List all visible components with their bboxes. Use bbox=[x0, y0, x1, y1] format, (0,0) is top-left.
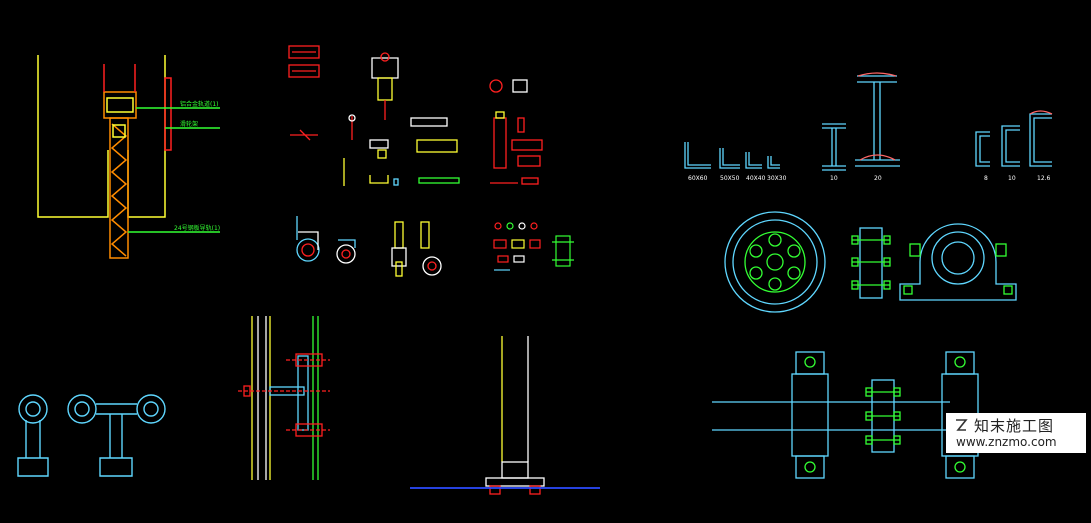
angle-size-label: 30X30 bbox=[767, 175, 787, 182]
angle-size-labels: 60X60 50X50 40X40 30X30 bbox=[688, 175, 787, 182]
channel-size-label: 12.6 bbox=[1037, 175, 1051, 182]
channel-size-label: 10 bbox=[1008, 175, 1016, 182]
label-pulley-frame: 滑轮架 bbox=[180, 120, 198, 128]
znzmo-logo-icon bbox=[956, 419, 968, 431]
label-aluminum-track: 铝合金轨道(1) bbox=[180, 100, 219, 108]
channel-steel-profiles bbox=[975, 110, 1053, 167]
angle-steel-profiles bbox=[684, 142, 780, 169]
angle-size-label: 60X60 bbox=[688, 175, 708, 182]
channel-size-labels: 8 10 12.6 bbox=[984, 175, 1051, 182]
flange-side-view bbox=[851, 227, 891, 299]
angle-size-label: 40X40 bbox=[746, 175, 766, 182]
caster-wheels bbox=[296, 216, 442, 277]
hardware-parts-cluster bbox=[288, 45, 543, 186]
watermark-title: 知末施工图 bbox=[974, 417, 1055, 435]
watermark-url: www.znzmo.com bbox=[956, 435, 1057, 449]
ibeam-size-label: 10 bbox=[830, 175, 838, 182]
roller-supports bbox=[17, 394, 166, 477]
angle-size-label: 50X50 bbox=[720, 175, 740, 182]
pillow-block-bearing bbox=[899, 223, 1017, 301]
label-steel-guide: 24号钢板导轨(1) bbox=[174, 224, 220, 232]
round-flange-detail bbox=[724, 211, 826, 313]
track-section-detail bbox=[37, 55, 220, 259]
watermark-badge: 知末施工图 www.znzmo.com bbox=[946, 413, 1086, 453]
small-fittings bbox=[493, 222, 574, 271]
column-base-detail bbox=[410, 336, 600, 495]
glass-spider-connection bbox=[238, 316, 330, 480]
i-beam-profiles bbox=[822, 72, 900, 171]
channel-size-label: 8 bbox=[984, 175, 988, 182]
i-beam-size-labels: 10 20 bbox=[830, 175, 882, 182]
ibeam-size-label: 20 bbox=[874, 175, 882, 182]
